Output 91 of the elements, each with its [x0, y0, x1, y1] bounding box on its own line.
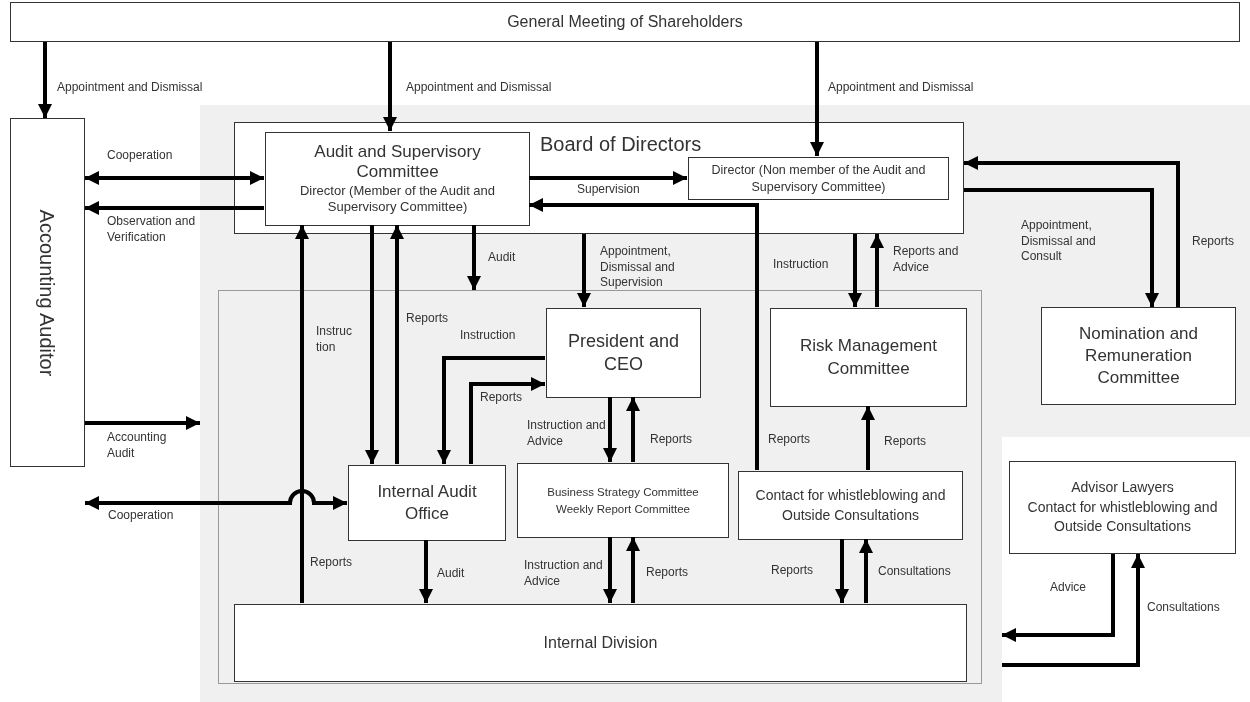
edge-label: Reports: [650, 432, 693, 448]
arrow: [529, 171, 687, 185]
arrow: [383, 42, 397, 131]
edge-label: Appointment and Dismissal: [828, 80, 974, 96]
node-title: Business Strategy Committee: [547, 485, 699, 501]
edge-label: Instruction and Advice: [524, 558, 604, 590]
process-box: [546, 308, 701, 398]
group-box: [218, 290, 982, 684]
node-title: Board of Directors: [540, 132, 702, 157]
edge-label: Instruction: [460, 328, 516, 344]
node-title: Audit and Supervisory Committee: [313, 141, 482, 183]
node-title: Internal Division: [543, 633, 658, 653]
edge-label: Reports: [480, 390, 523, 406]
node-title: Internal Audit Office: [376, 480, 478, 525]
node-text: Director (Member of the Audit and Supervisory Committee): [298, 182, 497, 217]
process-box: [265, 132, 530, 226]
edge-label: Accounting Audit: [107, 430, 168, 462]
arrow: [295, 225, 309, 603]
process-box: [1041, 307, 1236, 405]
edge-label: Audit: [437, 566, 465, 582]
arrow: [365, 225, 379, 464]
arrow: [964, 188, 1159, 307]
edge-label: Reports: [310, 555, 353, 571]
arrow: [626, 397, 640, 462]
node-title: General Meeting of Shareholders: [507, 12, 743, 32]
edge-label: Reports: [884, 434, 927, 450]
arrow: [577, 234, 591, 307]
edge-label: Consultations: [1147, 600, 1220, 616]
edge-label: Reports: [771, 563, 814, 579]
node-title: Risk Management Committee: [799, 335, 938, 380]
arrow: [390, 225, 404, 464]
arrow: [848, 234, 862, 307]
process-box: [738, 471, 963, 540]
edge-label: Reports: [406, 311, 449, 327]
node-title: Director (Non member of the Audit and Supervisory Committee): [710, 162, 927, 195]
edge-label: Reports: [768, 432, 811, 448]
arrow: [603, 397, 617, 462]
node-title: Nomination and Remuneration Committee: [1077, 322, 1200, 390]
node-title: Accounting Auditor: [35, 209, 60, 376]
edge-label: Reports: [1192, 234, 1235, 250]
edge-label: Instruction: [773, 257, 829, 273]
edge-label: Instruc tion: [316, 324, 352, 356]
arrow: [85, 489, 347, 510]
arrow: [1002, 554, 1145, 667]
arrow: [437, 356, 545, 464]
node-title: Advisor Lawyers: [1071, 478, 1174, 498]
edge-label: Appointment, Dismissal and Supervision: [600, 244, 676, 291]
arrow: [85, 416, 200, 430]
edge-label: Appointment and Dismissal: [57, 80, 203, 96]
process-box: [348, 465, 506, 541]
process-box: [10, 118, 85, 467]
process-box: [10, 2, 1240, 42]
arrow: [861, 406, 875, 470]
edge-label: Advice: [1050, 580, 1087, 596]
node-text: Contact for whistleblowing and Outside Consultations: [1026, 497, 1219, 537]
group-background: [200, 105, 1002, 702]
process-box: [517, 463, 729, 538]
arrow: [859, 539, 873, 603]
group-box: [234, 122, 964, 234]
edge-label: Instruction and Advice: [527, 418, 607, 450]
process-box: [234, 604, 967, 682]
node-title: Contact for whistleblowing and Outside Consultations: [754, 485, 947, 525]
arrow: [835, 539, 849, 603]
arrow: [38, 42, 52, 118]
arrow: [469, 377, 545, 464]
process-box: [688, 157, 949, 200]
edge-label: Observation and Verification: [107, 214, 197, 246]
arrow: [85, 171, 264, 185]
arrow: [85, 201, 264, 215]
arrow: [419, 540, 433, 603]
arrow: [529, 198, 759, 470]
edge-label: Cooperation: [107, 148, 173, 164]
process-box: [1009, 461, 1236, 554]
process-box: [770, 308, 967, 407]
edge-label: Supervision: [577, 182, 640, 198]
arrow: [626, 537, 640, 603]
edge-label: Reports and Advice: [893, 244, 960, 276]
edge-label: Cooperation: [108, 508, 174, 524]
edge-label: Consultations: [878, 564, 951, 580]
arrow: [810, 42, 824, 156]
arrow: [870, 234, 884, 307]
arrow: [1002, 554, 1115, 642]
edge-label: Appointment and Dismissal: [406, 80, 552, 96]
arrow: [603, 537, 617, 603]
arrow: [964, 156, 1180, 307]
edge-label: Appointment, Dismissal and Consult: [1021, 218, 1097, 265]
node-text: Weekly Report Committee: [556, 501, 690, 517]
edge-label: Audit: [488, 250, 516, 266]
edge-label: Reports: [646, 565, 689, 581]
arrow: [467, 225, 481, 290]
node-title: President and CEO: [566, 329, 681, 376]
